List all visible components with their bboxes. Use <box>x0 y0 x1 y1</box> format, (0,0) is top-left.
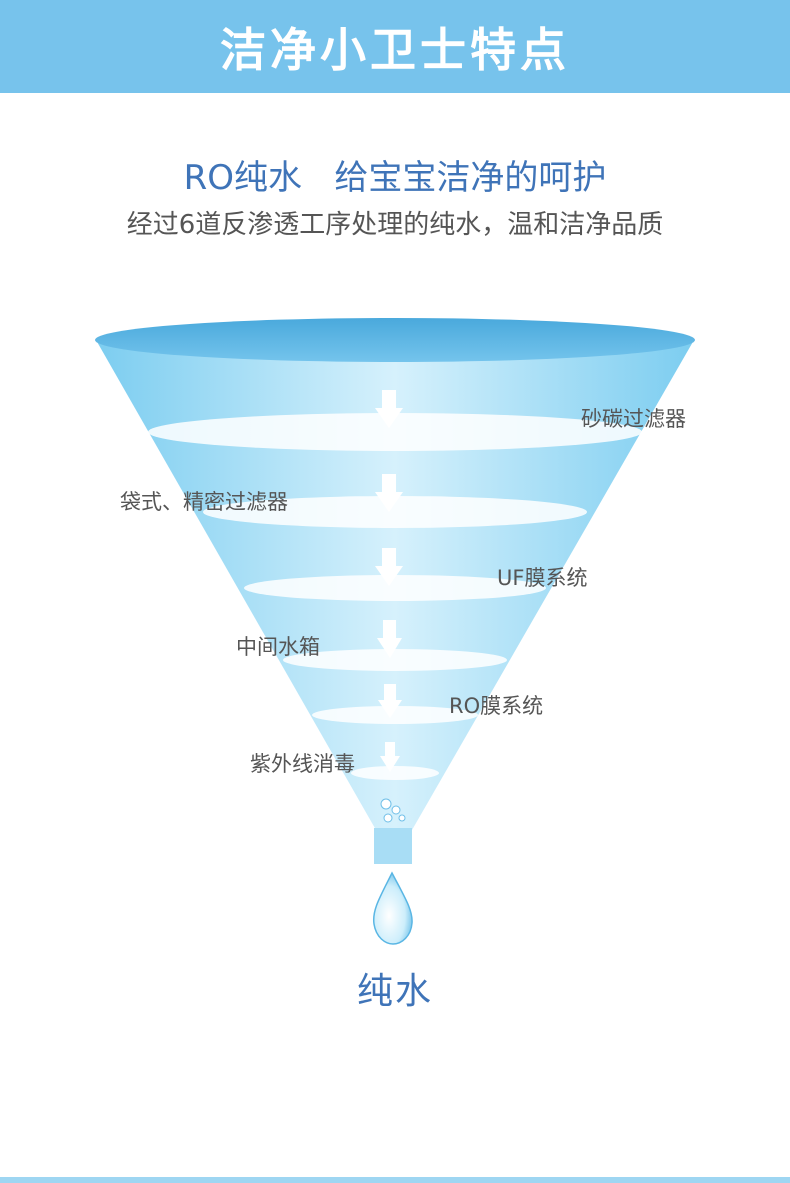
stage-label-6: 紫外线消毒 <box>250 752 355 776</box>
filter-disc-1 <box>148 413 642 451</box>
headline: RO纯水 给宝宝洁净的呵护 <box>183 158 607 198</box>
stage-label-5: RO膜系统 <box>449 694 544 718</box>
down-arrow-icon <box>375 548 403 586</box>
funnel-rim <box>95 318 695 362</box>
filter-disc-4 <box>283 649 507 671</box>
filter-disc-6 <box>351 766 439 780</box>
stage-label-3: UF膜系统 <box>497 566 588 590</box>
stage-label-1: 砂碳过滤器 <box>581 407 686 431</box>
down-arrow-icon <box>377 620 402 658</box>
down-arrow-icon <box>375 390 403 428</box>
page-title: 洁净小卫士特点 <box>220 22 570 77</box>
footer-bar <box>0 1177 790 1183</box>
header-bar: 洁净小卫士特点 <box>0 0 790 93</box>
funnel-spout <box>374 828 412 864</box>
bubbles-icon <box>380 798 406 823</box>
down-arrow-icon <box>378 684 402 718</box>
funnel-diagram <box>95 318 695 945</box>
stage-label-2: 袋式、精密过滤器 <box>120 490 288 514</box>
down-arrow-icon <box>380 742 400 772</box>
subline: 经过6道反渗透工序处理的纯水，温和洁净品质 <box>126 210 664 240</box>
result-label: 纯水 <box>356 971 433 1012</box>
filter-disc-5 <box>312 706 478 724</box>
water-drop-icon <box>372 871 413 945</box>
filter-disc-3 <box>244 575 546 601</box>
filter-disc-2 <box>203 496 587 528</box>
down-arrow-icon <box>375 474 403 512</box>
stage-label-4: 中间水箱 <box>236 635 320 659</box>
